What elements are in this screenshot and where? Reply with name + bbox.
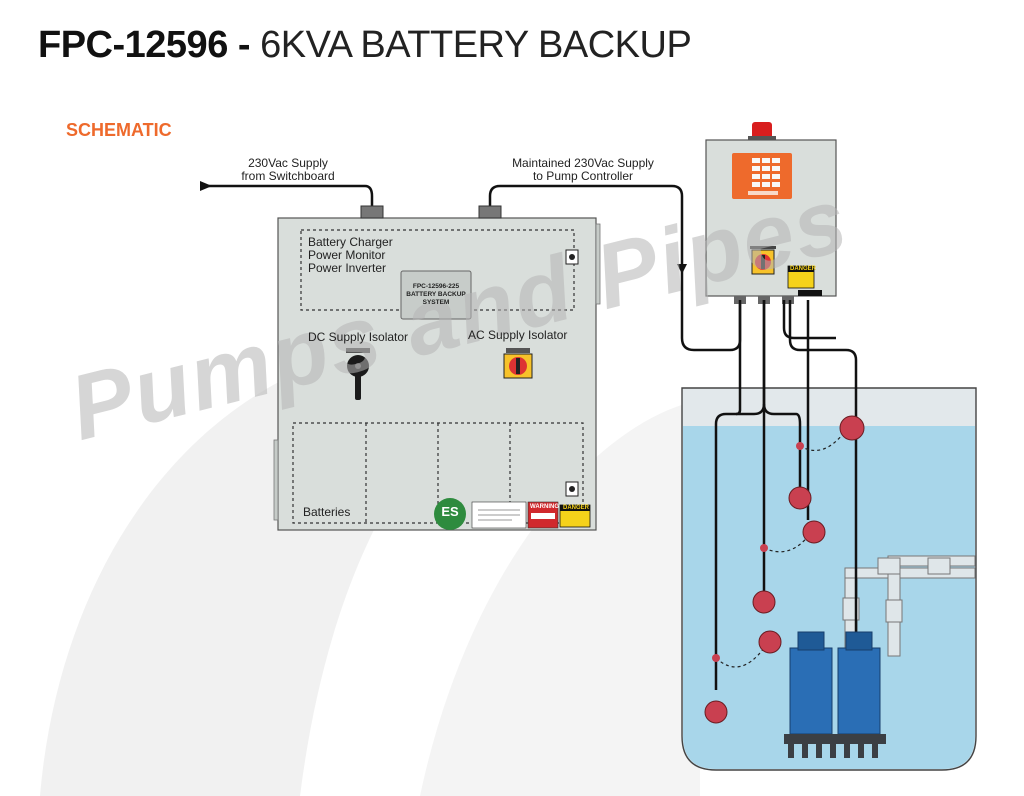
supply-out-arrow (677, 264, 687, 274)
batteries-label: Batteries (303, 505, 351, 519)
submersible-pumps (784, 631, 886, 758)
page-title: FPC-12596 - 6KVA BATTERY BACKUP (38, 24, 692, 67)
supply-in-line (200, 184, 374, 208)
float-switch (802, 520, 826, 544)
brand-logo: ES (434, 498, 466, 530)
title-model: FPC-12596 - (38, 24, 251, 66)
ac-isolator-plate (506, 348, 530, 353)
float-switch (788, 486, 812, 510)
pump-right (837, 647, 881, 735)
upper-compartment-labels: Battery Charger Power Monitor Power Inve… (308, 236, 393, 275)
nameplate-line-3: SYSTEM (422, 299, 450, 306)
cabinet-side-hinge (595, 223, 601, 305)
background-swoosh (40, 340, 560, 796)
float-switch (839, 415, 865, 441)
supply-in-arrow (200, 181, 212, 191)
supply-in-line-2: from Switchboard (241, 169, 335, 183)
supply-in-label: 230Vac Supply from Switchboard (228, 157, 348, 183)
pump-left (789, 647, 833, 735)
supply-out-line-2: to Pump Controller (532, 169, 634, 183)
label-battery-charger: Battery Charger (308, 235, 393, 249)
danger-label-text: DANGER (563, 505, 590, 511)
supply-in-line-1: 230Vac Supply (248, 156, 328, 170)
supply-out-label: Maintained 230Vac Supply to Pump Control… (508, 157, 658, 183)
beacon-light (752, 122, 772, 140)
float-switches (704, 415, 865, 724)
nameplate (400, 270, 472, 320)
dc-isolator-label: DC Supply Isolator (308, 330, 409, 344)
cable-gland (360, 205, 384, 219)
cable-gland (782, 296, 794, 304)
float-switch (752, 590, 776, 614)
section-heading: SCHEMATIC (66, 120, 172, 140)
water-level (683, 426, 975, 769)
nameplate-text: FPC-12596-225 BATTERY BACKUP SYSTEM (401, 271, 471, 319)
label-power-inverter: Power Inverter (308, 261, 387, 275)
nameplate-line-1: FPC-12596-225 (412, 283, 460, 290)
ac-isolator-label: AC Supply Isolator (468, 328, 568, 342)
label-power-monitor: Power Monitor (308, 248, 386, 262)
controller-danger-text: DANGER (790, 266, 817, 272)
dc-isolator-plate (346, 348, 370, 353)
supply-out-line-1: Maintained 230Vac Supply (512, 156, 654, 170)
title-description: 6KVA BATTERY BACKUP (260, 24, 692, 66)
nameplate-line-2: BATTERY BACKUP (406, 291, 466, 298)
upper-compartment (300, 229, 575, 311)
warning-label-text: WARNING (530, 504, 559, 510)
cabinet-side-hinge (273, 439, 279, 521)
float-switch (704, 700, 728, 724)
battery-backup-cabinet (277, 217, 597, 531)
background-swoosh-2 (420, 400, 700, 796)
cable-gland (478, 205, 502, 219)
float-switch (758, 630, 782, 654)
